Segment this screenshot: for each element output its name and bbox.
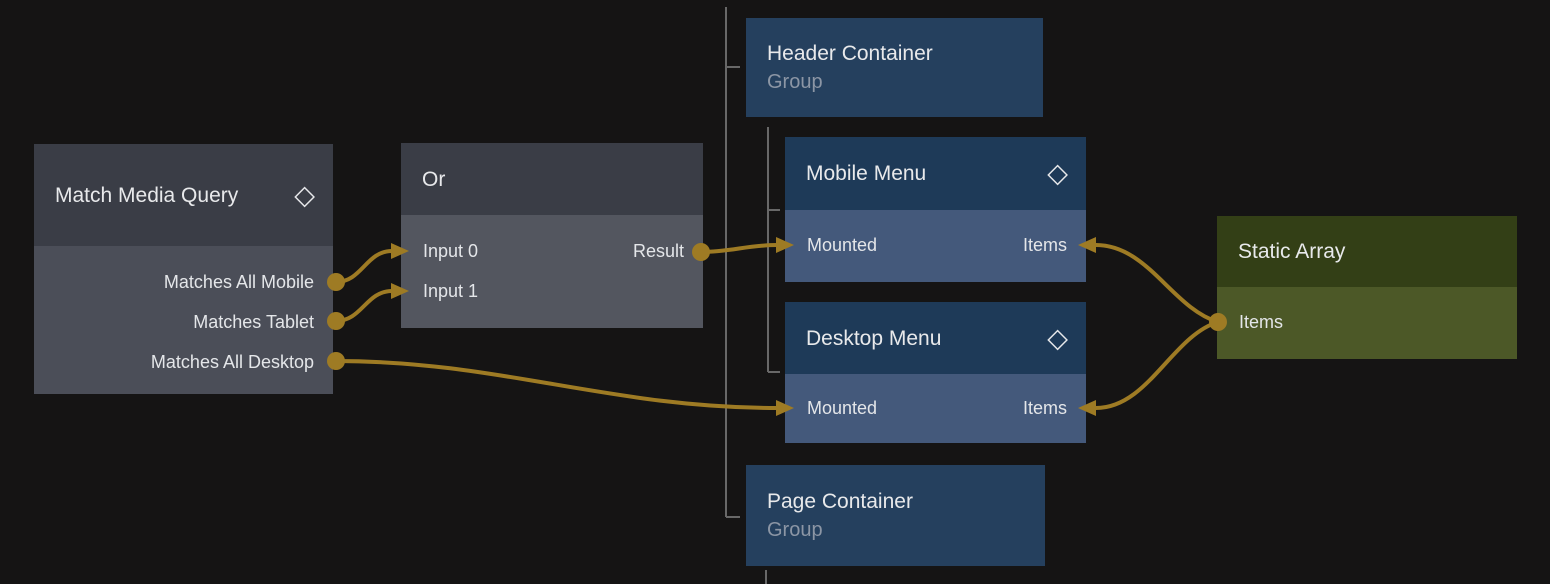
node-header: Match Media Query ◇: [34, 144, 333, 246]
node-subtitle: Group: [767, 518, 823, 541]
output-port-matches-all-mobile[interactable]: Matches All Mobile: [34, 262, 333, 302]
node-desktop-menu[interactable]: Desktop Menu ◇ Mounted Items: [785, 302, 1086, 443]
node-header: Or: [401, 143, 703, 215]
port-row[interactable]: Input 0 Result: [401, 231, 703, 271]
port-label: Matches Tablet: [193, 311, 314, 332]
port-label: Items: [1239, 311, 1284, 332]
node-title: Static Array: [1238, 240, 1346, 263]
node-body: Matches All Mobile Matches Tablet Matche…: [34, 246, 333, 394]
arrowhead-desktop-mounted[interactable]: [776, 400, 794, 416]
output-port-items[interactable]: Items: [1217, 302, 1517, 342]
arrowheads: [391, 237, 1096, 416]
node-header: Desktop Menu ◇: [785, 302, 1086, 374]
node-title: Header Container: [767, 41, 933, 65]
port-dot-matches-all-desktop[interactable]: [327, 352, 345, 370]
wire-static-items-to-mobile-items[interactable]: [1095, 243, 1219, 324]
tree-lines: [725, 7, 780, 584]
node-mobile-menu[interactable]: Mobile Menu ◇ Mounted Items: [785, 137, 1086, 282]
port-label: Matches All Desktop: [150, 351, 314, 372]
input-port-items: Items: [1022, 234, 1067, 255]
node-body: Items: [1217, 287, 1517, 359]
port-dot-matches-all-mobile[interactable]: [327, 273, 345, 291]
node-page-container[interactable]: Page Container Group: [746, 465, 1045, 566]
input-port-input-0: Input 0: [423, 240, 479, 261]
port-row[interactable]: Mounted Items: [785, 388, 1086, 428]
arrowhead-mobile-mounted[interactable]: [776, 237, 794, 253]
port-dots: [327, 243, 1227, 370]
output-port-result: Result: [632, 240, 684, 261]
wires: [335, 243, 1219, 410]
node-title: Mobile Menu: [806, 162, 927, 185]
output-port-matches-tablet[interactable]: Matches Tablet: [34, 302, 333, 342]
port-dot-matches-tablet[interactable]: [327, 312, 345, 330]
node-static-array[interactable]: Static Array Items: [1217, 216, 1517, 359]
wire-matches-tablet-to-input-1[interactable]: [335, 289, 393, 323]
wire-static-items-to-desktop-items[interactable]: [1095, 320, 1219, 410]
node-header: Page Container Group: [746, 465, 1045, 566]
node-title: Page Container: [767, 489, 913, 513]
input-port-input-1[interactable]: Input 1: [401, 271, 703, 311]
node-body: Input 0 Result Input 1: [401, 215, 703, 328]
input-port-mounted: Mounted: [807, 397, 878, 418]
node-body: Mounted Items: [785, 374, 1086, 443]
node-title: Desktop Menu: [806, 326, 942, 350]
diamond-icon: ◇: [1047, 322, 1068, 354]
node-title: Or: [422, 167, 446, 191]
wire-matches-all-desktop-to-desktop-mounted[interactable]: [335, 359, 778, 410]
port-label: Matches All Mobile: [163, 271, 314, 292]
output-port-matches-all-desktop[interactable]: Matches All Desktop: [34, 342, 333, 382]
input-port-items: Items: [1022, 397, 1067, 418]
port-dot-static-items[interactable]: [1209, 313, 1227, 331]
node-match-media-query[interactable]: Match Media Query ◇ Matches All Mobile M…: [34, 144, 333, 394]
arrowhead-desktop-items[interactable]: [1078, 400, 1096, 416]
wire-result-to-mobile-mounted[interactable]: [700, 243, 778, 254]
port-dot-result[interactable]: [692, 243, 710, 261]
diamond-icon: ◇: [294, 179, 315, 211]
node-or[interactable]: Or Input 0 Result Input 1: [401, 143, 703, 328]
arrowhead-input-0[interactable]: [391, 243, 409, 259]
node-subtitle: Group: [767, 70, 823, 93]
node-header: Mobile Menu ◇: [785, 137, 1086, 210]
node-header-container[interactable]: Header Container Group: [746, 18, 1043, 117]
node-body: Mounted Items: [785, 210, 1086, 282]
node-header: Static Array: [1217, 216, 1517, 287]
arrowhead-input-1[interactable]: [391, 283, 409, 299]
port-label: Input 1: [423, 280, 479, 301]
arrowhead-mobile-items[interactable]: [1078, 237, 1096, 253]
node-title: Match Media Query: [55, 183, 239, 207]
wire-matches-all-mobile-to-input-0[interactable]: [335, 249, 393, 284]
port-row[interactable]: Mounted Items: [785, 225, 1086, 265]
diamond-icon: ◇: [1047, 158, 1068, 189]
input-port-mounted: Mounted: [807, 234, 878, 255]
node-header: Header Container Group: [746, 18, 1043, 117]
